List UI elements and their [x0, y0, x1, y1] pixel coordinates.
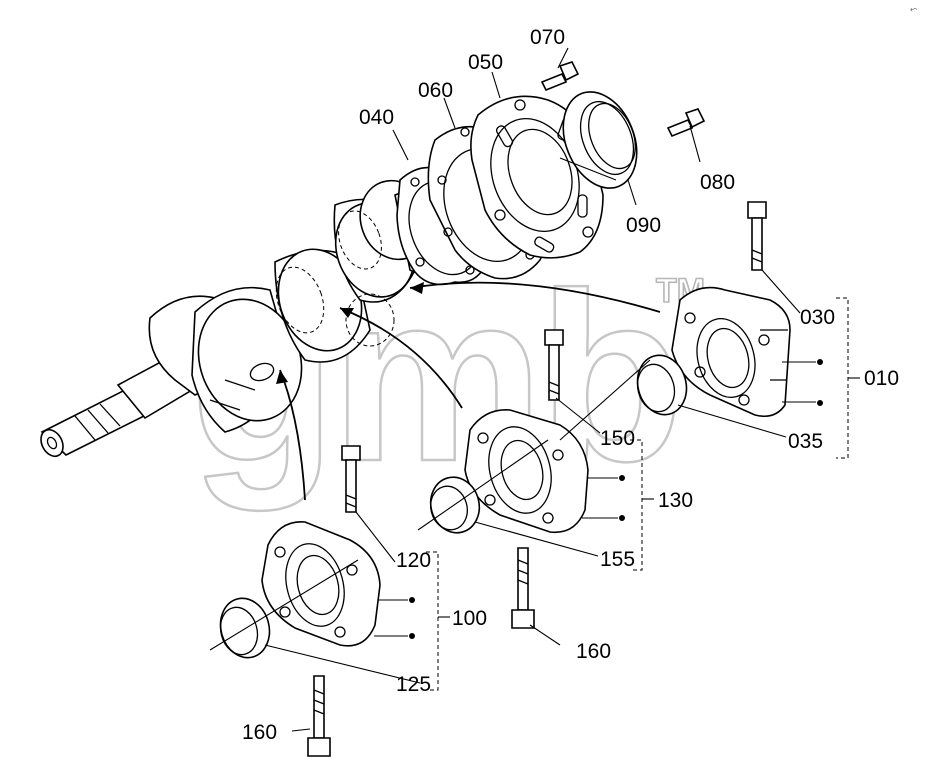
label-130: 130 — [658, 489, 693, 512]
bearing-case-100 — [261, 521, 381, 647]
bolt-030 — [747, 201, 767, 271]
bracket-130 — [582, 439, 654, 571]
label-010: 010 — [864, 367, 899, 390]
label-150: 150 — [600, 427, 635, 450]
label-160-upper: 160 — [576, 640, 611, 663]
label-160-lower: 160 — [242, 721, 277, 744]
bolt-160-upper — [511, 547, 535, 629]
oil-seal-090 — [562, 91, 638, 189]
bolt-160-lower — [307, 675, 331, 757]
label-100: 100 — [452, 607, 487, 630]
bearing-case-010 — [671, 286, 791, 418]
corner-mark: ⬿ — [910, 5, 917, 15]
bracket-100 — [374, 551, 450, 691]
label-080: 080 — [700, 171, 735, 194]
label-035: 035 — [788, 430, 823, 453]
leader-lines — [209, 47, 801, 732]
label-120: 120 — [396, 549, 431, 572]
label-070: 070 — [530, 26, 565, 49]
bearing-case-130 — [464, 409, 589, 534]
bearing-035 — [636, 354, 688, 416]
label-040: 040 — [359, 106, 394, 129]
crankshaft — [40, 179, 449, 458]
label-125: 125 — [396, 673, 431, 696]
bearing-125 — [219, 597, 271, 659]
label-060: 060 — [418, 79, 453, 102]
bolt-070 — [540, 61, 580, 92]
assembly-arrows — [276, 281, 661, 501]
callout-labels: 070 050 060 040 080 090 030 010 035 150 … — [242, 26, 899, 744]
bracket-010 — [782, 297, 860, 459]
label-090: 090 — [626, 214, 661, 237]
bolt-150 — [544, 329, 564, 401]
label-030: 030 — [800, 306, 835, 329]
label-050: 050 — [468, 51, 503, 74]
bolt-080 — [666, 108, 706, 138]
label-155: 155 — [600, 548, 635, 571]
